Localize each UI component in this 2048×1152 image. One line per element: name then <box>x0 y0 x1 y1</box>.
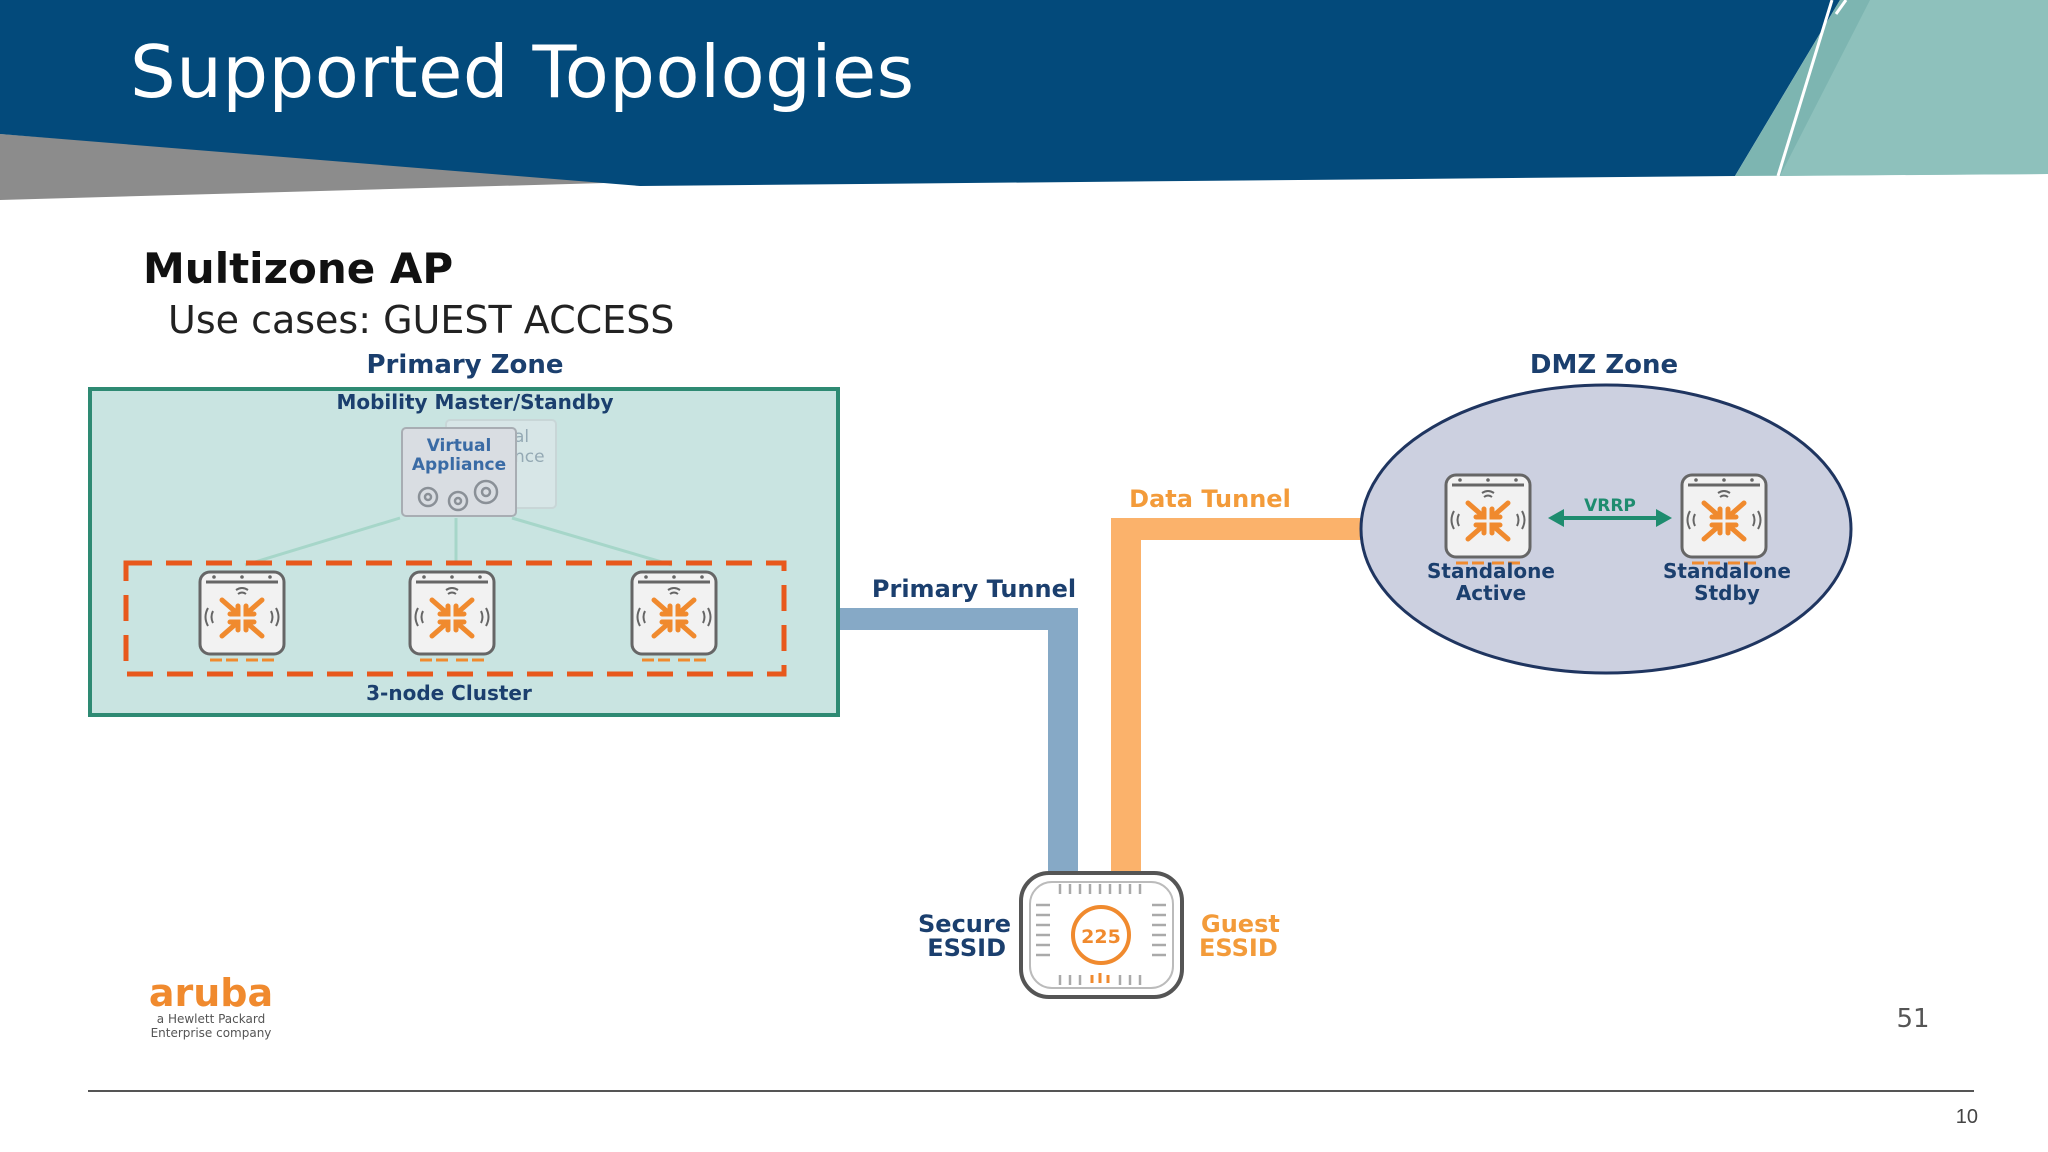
standalone-active-line1: Standalone <box>1427 559 1555 583</box>
embedded-page-number: 51 <box>1896 1004 1929 1034</box>
data-tunnel <box>1111 518 1361 898</box>
cluster-controller-3-icon <box>632 572 716 660</box>
cluster-controller-2-icon <box>410 572 494 660</box>
ap-model-label: 225 <box>1081 926 1121 948</box>
access-point-225: 225 <box>1019 871 1184 999</box>
appliance-links <box>244 516 673 567</box>
guest-essid-line1: Guest <box>1201 910 1280 938</box>
slide-number: 10 <box>1955 1106 1978 1128</box>
standalone-standby-line2: Stdby <box>1694 581 1760 605</box>
dmz-zone-label: DMZ Zone <box>1530 350 1678 380</box>
primary-tunnel <box>838 608 1078 898</box>
cluster-controller-1-icon <box>200 572 284 660</box>
diagram-subheading: Use cases: GUEST ACCESS <box>168 298 674 342</box>
diagram-heading: Multizone AP <box>143 244 453 293</box>
gears-icon <box>417 479 499 512</box>
virtual-appliance-line1: Virtual <box>427 436 492 456</box>
footer-divider <box>88 1090 1974 1092</box>
guest-essid-line2: ESSID <box>1199 934 1278 962</box>
vrrp-arrow <box>1548 509 1672 527</box>
banner-accent-line <box>1776 0 1834 177</box>
ghost-label-line2: nce <box>514 447 545 467</box>
aruba-tagline-line2: Enterprise company <box>151 1026 272 1040</box>
banner-gray-band <box>0 134 640 200</box>
header-banner <box>0 0 2048 200</box>
cluster-dashed-box <box>123 560 787 677</box>
virtual-appliance: Virtual Appliance <box>401 427 517 517</box>
standalone-active-line2: Active <box>1456 581 1526 605</box>
virtual-appliance-line2: Appliance <box>412 455 506 475</box>
standalone-standby-line1: Standalone <box>1663 559 1791 583</box>
slide-title: Supported Topologies <box>130 30 915 114</box>
secure-essid-line2: ESSID <box>927 934 1006 962</box>
cluster-label: 3-node Cluster <box>366 681 532 705</box>
vrrp-label: VRRP <box>1584 496 1636 516</box>
banner-teal-panel <box>1780 0 2048 176</box>
banner-accent-line-2 <box>1834 0 1848 15</box>
aruba-wordmark: aruba <box>149 971 273 1015</box>
secure-essid-line1: Secure <box>918 910 1011 938</box>
ghost-label-line1: al <box>514 427 529 447</box>
banner-navy-band <box>0 0 1840 186</box>
mobility-master-label: Mobility Master/Standby <box>336 390 613 414</box>
standalone-active-controller-icon <box>1446 475 1530 563</box>
primary-tunnel-label: Primary Tunnel <box>872 575 1076 603</box>
data-tunnel-label: Data Tunnel <box>1129 485 1291 513</box>
standalone-standby-controller-icon <box>1682 475 1766 563</box>
aruba-logo: aruba a Hewlett Packard Enterprise compa… <box>149 971 273 1040</box>
dmz-zone-ellipse <box>1359 383 1853 675</box>
primary-zone-label: Primary Zone <box>366 350 563 380</box>
aruba-tagline-line1: a Hewlett Packard <box>157 1012 265 1026</box>
